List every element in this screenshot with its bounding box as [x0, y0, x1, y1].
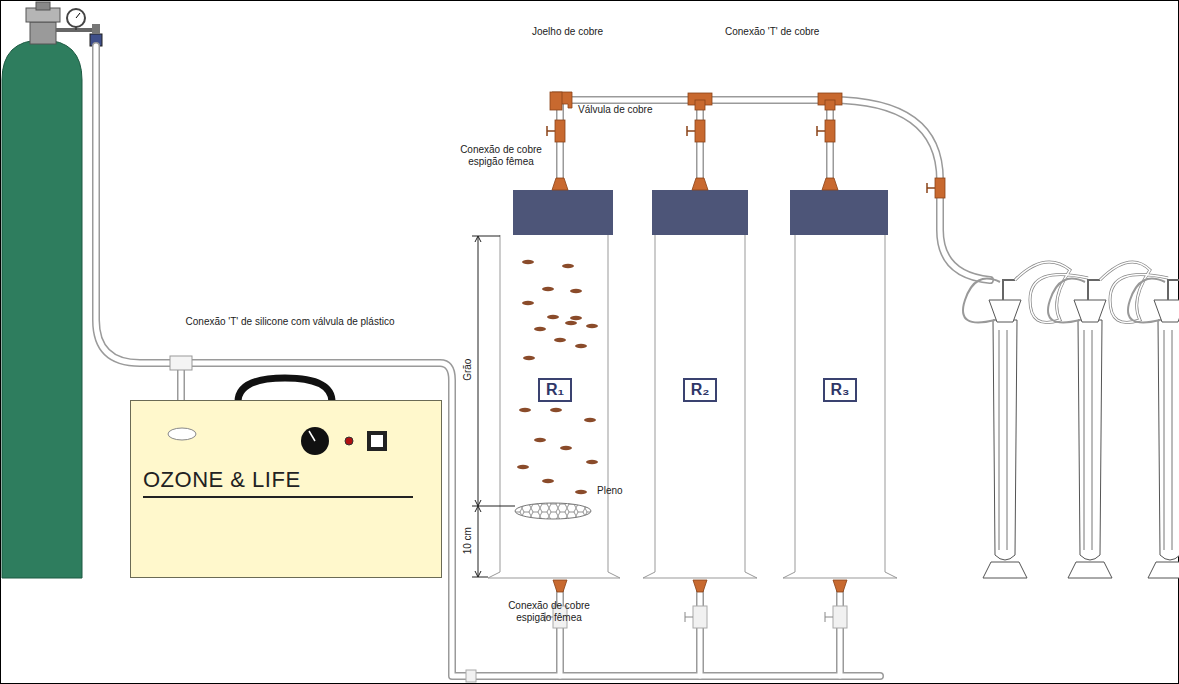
copper-fittings — [550, 92, 945, 592]
insects — [517, 260, 598, 494]
brand-name: OZONE & LIFE — [143, 467, 301, 493]
part-label: Conexão de cobre espigão fêmea — [490, 600, 608, 623]
gas-cylinder — [2, 2, 102, 578]
reactor-label: R₂ — [683, 378, 718, 402]
dimension-label: 10 cm — [461, 525, 475, 556]
reactor-name: R₂ — [691, 381, 710, 399]
valve-handles — [547, 126, 935, 193]
part-label: Pleno — [597, 485, 623, 497]
silicone-tee — [170, 356, 192, 370]
tubing — [96, 46, 990, 676]
brand-underline — [143, 496, 413, 498]
dimension-line — [472, 236, 515, 577]
generator-handle — [238, 378, 332, 402]
dimension-label: Grão — [461, 357, 475, 383]
generator-controls — [131, 401, 441, 481]
reactor-name: R₁ — [546, 381, 564, 399]
ozone-generator: OZONE & LIFE — [130, 400, 442, 578]
reactor-label: R₃ — [823, 378, 858, 402]
reactor-name: R₃ — [831, 381, 850, 399]
gas-washing-bottles — [963, 262, 1179, 578]
part-label: Conexão 'T' de silicone com válvula de p… — [180, 316, 400, 328]
part-label: Joelho de cobre — [532, 26, 603, 38]
part-label: Conexão 'T' de cobre — [725, 26, 819, 38]
part-label: Conexão de cobre espigão fêmea — [442, 144, 560, 167]
reactor-label: R₁ — [538, 378, 572, 402]
reactor-columns — [488, 190, 897, 578]
part-label: Válvula de cobre — [578, 104, 653, 116]
